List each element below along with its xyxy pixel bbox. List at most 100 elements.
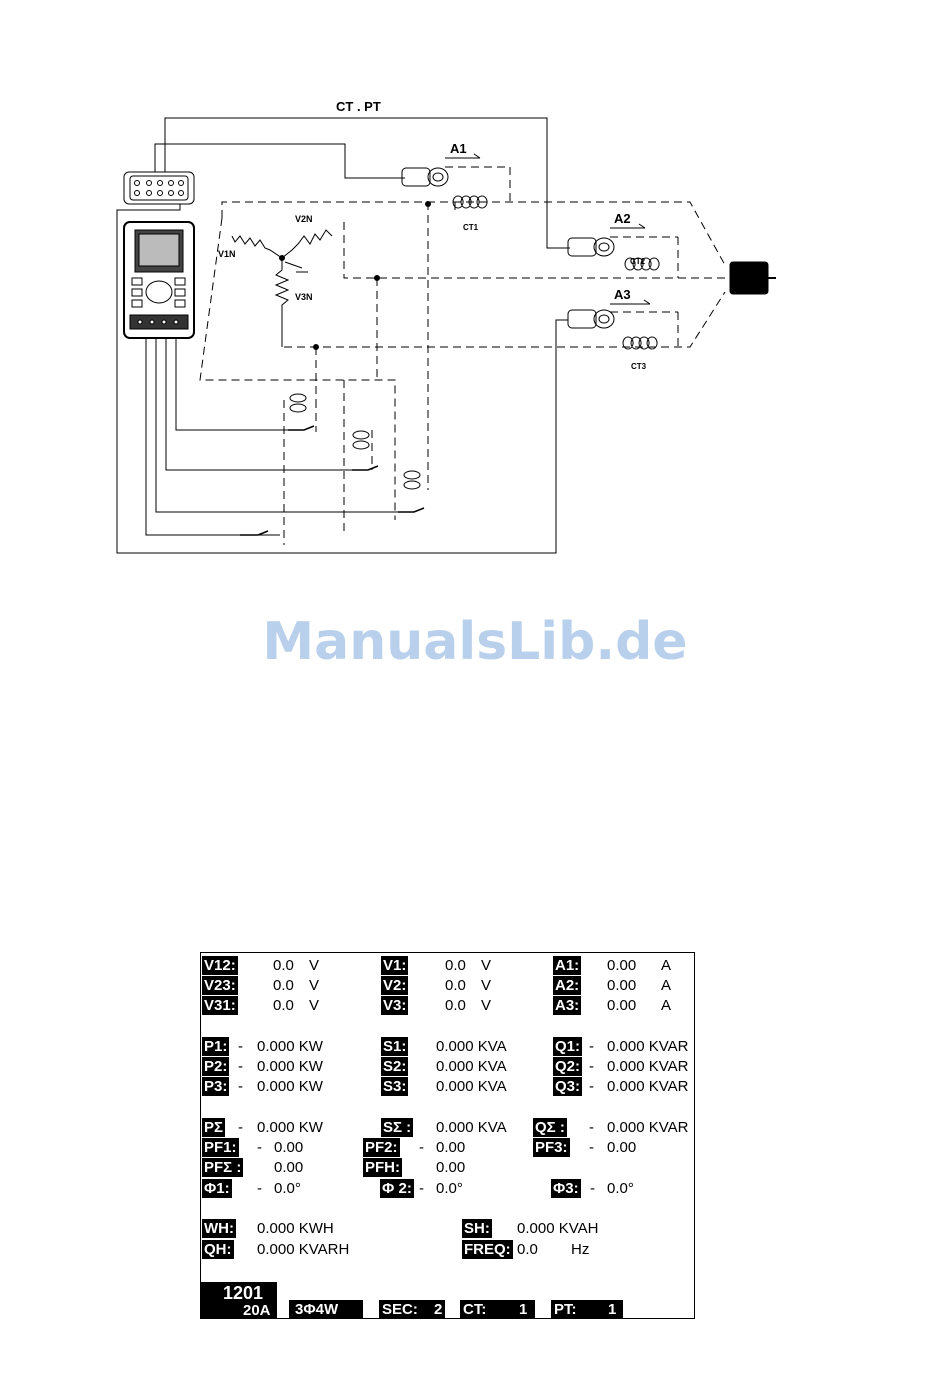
qh-value: 0.000 KVARH: [257, 1241, 350, 1258]
v1-unit: V: [481, 957, 492, 974]
v3-value: 0.0: [445, 997, 466, 1014]
v31-unit: V: [309, 997, 320, 1014]
p2-label: P2:: [202, 1057, 230, 1076]
phi3-label: Φ3:: [551, 1179, 581, 1198]
pf1-sign: -: [257, 1139, 262, 1156]
coil-ct2: [624, 257, 660, 271]
p-sum-sign: -: [238, 1119, 243, 1136]
sh-label: SH:: [462, 1219, 492, 1238]
sec-value: 2: [434, 1301, 443, 1318]
v2-value: 0.0: [445, 977, 466, 994]
v1-label: V1:: [381, 956, 409, 975]
pf2-value: 0.00: [436, 1139, 466, 1156]
s-sum-value: 0.000 KVA: [436, 1119, 507, 1136]
motor: [729, 261, 776, 295]
diagram-title: CT . PT: [336, 99, 381, 114]
v1-value: 0.0: [445, 957, 466, 974]
coil-ct1: [452, 195, 488, 209]
p2-sign: -: [238, 1058, 243, 1075]
p2-value: 0.000 KW: [257, 1058, 323, 1075]
q1-label: Q1:: [553, 1037, 583, 1056]
v2-unit: V: [481, 977, 492, 994]
a1-value: 0.00: [607, 957, 637, 974]
a2-label: A2: [614, 211, 631, 226]
q-sum-value: 0.000 KVAR: [607, 1119, 689, 1136]
v2n-label: V2N: [295, 214, 313, 224]
power-meter-device: [123, 221, 195, 339]
phi2-value: 0.0°: [436, 1180, 463, 1197]
a3-label: A3:: [553, 996, 582, 1015]
pf2-label: PF2:: [363, 1138, 400, 1157]
q3-sign: -: [589, 1078, 594, 1095]
s-sum-label: SΣ :: [381, 1118, 414, 1137]
ct-label: CT:: [463, 1301, 487, 1318]
v23-value: 0.0: [273, 977, 294, 994]
pf1-value: 0.00: [274, 1139, 304, 1156]
freq-unit: Hz: [571, 1241, 590, 1258]
range-value: 20A: [243, 1302, 271, 1319]
probe-tips: [240, 425, 425, 536]
phi1-label: Φ1:: [202, 1179, 232, 1198]
clamp-a1: [401, 167, 449, 187]
phi1-sign: -: [257, 1180, 262, 1197]
wiring-mode: 3Φ4W: [295, 1301, 339, 1318]
p-sum-value: 0.000 KW: [257, 1119, 323, 1136]
pf-sum-value: 0.00: [274, 1159, 304, 1176]
pf1-label: PF1:: [202, 1138, 239, 1157]
s1-label: S1:: [381, 1037, 409, 1056]
pt-label: PT:: [554, 1301, 577, 1318]
v3-unit: V: [481, 997, 492, 1014]
q2-sign: -: [589, 1058, 594, 1075]
p3-label: P3:: [202, 1077, 230, 1096]
freq-value: 0.0: [517, 1241, 538, 1258]
s2-value: 0.000 KVA: [436, 1058, 507, 1075]
pt-block: PT: 1: [551, 1300, 623, 1319]
v1n-label: V1N: [218, 249, 236, 259]
q2-label: Q2:: [553, 1057, 583, 1076]
ct-value: 1: [519, 1301, 528, 1318]
clamp-a2: [567, 237, 615, 257]
coil-ct3: [622, 336, 658, 350]
phi3-value: 0.0°: [607, 1180, 634, 1197]
v12-label: V12:: [202, 956, 238, 975]
ct3-label: CT3: [631, 362, 647, 371]
a1-unit: A: [661, 957, 672, 974]
pf2-sign: -: [419, 1139, 424, 1156]
pf3-label: PF3:: [533, 1138, 570, 1157]
v23-unit: V: [309, 977, 320, 994]
q-sum-label: QΣ :: [533, 1118, 567, 1137]
record-number: 1201: [223, 1283, 264, 1303]
a3-value: 0.00: [607, 997, 637, 1014]
freq-label: FREQ:: [462, 1240, 513, 1259]
connector-box: [123, 171, 195, 205]
a2-label: A2:: [553, 976, 582, 995]
phi3-sign: -: [590, 1180, 595, 1197]
v3n-label: V3N: [295, 292, 313, 302]
p3-value: 0.000 KW: [257, 1078, 323, 1095]
p3-sign: -: [238, 1078, 243, 1095]
pf-sum-label: PFΣ :: [202, 1158, 244, 1177]
s1-value: 0.000 KVA: [436, 1038, 507, 1055]
phi2-sign: -: [419, 1180, 424, 1197]
pfh-label: PFH:: [363, 1158, 402, 1177]
pfh-value: 0.00: [436, 1159, 466, 1176]
ct1-label: CT1: [463, 223, 479, 232]
v12-unit: V: [309, 957, 320, 974]
record-block: 1201 20A: [201, 1282, 277, 1319]
s2-label: S2:: [381, 1057, 409, 1076]
v2-label: V2:: [381, 976, 409, 995]
sh-value: 0.000 KVAH: [517, 1220, 599, 1237]
p-sum-label: PΣ: [202, 1118, 226, 1137]
v31-label: V31:: [202, 996, 238, 1015]
qh-label: QH:: [202, 1240, 234, 1259]
a2-unit: A: [661, 977, 672, 994]
q1-value: 0.000 KVAR: [607, 1038, 689, 1055]
pf3-value: 0.00: [607, 1139, 637, 1156]
p1-sign: -: [238, 1038, 243, 1055]
watermark: ManualsLib.de: [262, 612, 688, 672]
s3-value: 0.000 KVA: [436, 1078, 507, 1095]
s3-label: S3:: [381, 1077, 409, 1096]
v31-value: 0.0: [273, 997, 294, 1014]
pt-transformers: [289, 393, 421, 490]
q-sum-sign: -: [589, 1119, 594, 1136]
